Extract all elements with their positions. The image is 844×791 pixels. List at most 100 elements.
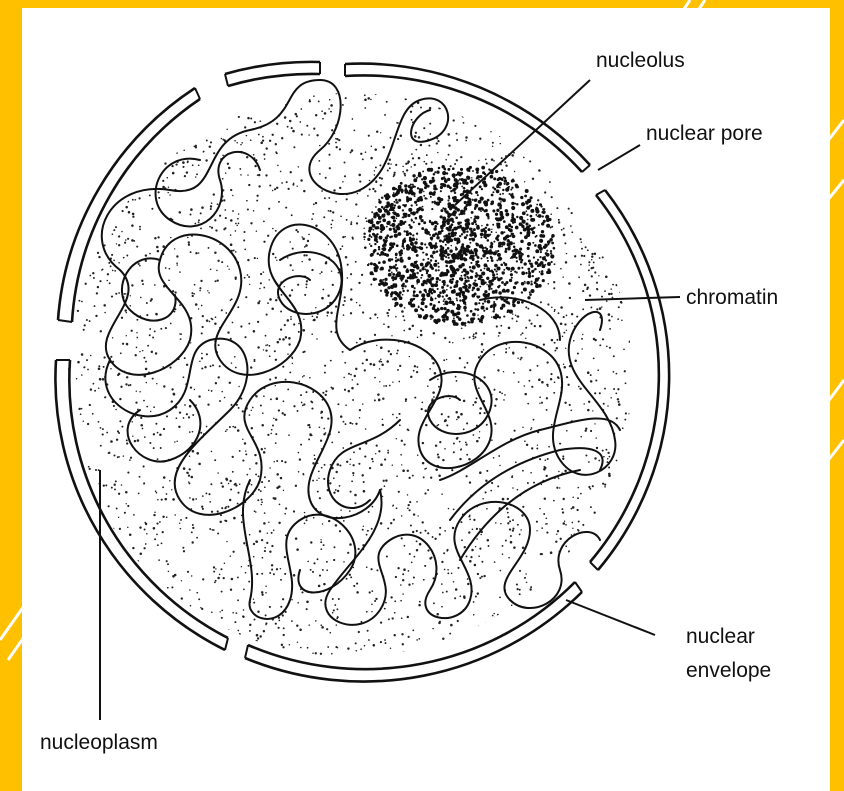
stipple-dot — [293, 510, 295, 512]
label-chromatin: chromatin — [686, 285, 778, 311]
stipple-dot — [540, 301, 542, 303]
stipple-dot — [114, 270, 116, 272]
stipple-dot — [439, 621, 441, 623]
stipple-dot — [257, 174, 259, 176]
stipple-dot — [571, 231, 573, 233]
stipple-dot — [261, 594, 263, 596]
stipple-dot — [450, 624, 453, 627]
nucleolus-granule — [409, 274, 412, 277]
stipple-dot — [278, 485, 281, 488]
stipple-dot — [579, 388, 581, 390]
stipple-dot — [536, 521, 538, 523]
nucleolus-granule — [393, 229, 397, 233]
stipple-dot — [463, 428, 465, 430]
stipple-dot — [257, 258, 258, 259]
stipple-dot — [188, 481, 189, 482]
stipple-dot — [149, 334, 151, 336]
chromatin-leader — [585, 297, 680, 300]
nucleolus-granule — [441, 286, 444, 289]
stipple-dot — [198, 219, 200, 221]
stipple-dot — [531, 386, 533, 388]
nucleolus-granule — [458, 264, 462, 268]
stipple-dot — [458, 180, 459, 181]
stipple-dot — [228, 483, 230, 485]
stipple-dot — [546, 523, 548, 525]
stipple-dot — [524, 577, 526, 579]
stipple-dot — [523, 157, 525, 159]
stipple-dot — [593, 261, 595, 263]
stipple-dot — [243, 231, 245, 233]
stipple-dot — [210, 208, 212, 210]
nucleolus-granule — [452, 259, 455, 262]
stipple-dot — [221, 610, 223, 612]
nucleolus-granule — [370, 271, 374, 275]
stipple-dot — [191, 575, 192, 576]
stipple-dot — [333, 189, 335, 191]
stipple-dot — [460, 448, 462, 450]
stipple-dot — [513, 546, 516, 549]
stipple-dot — [441, 493, 443, 495]
nucleolus-granule — [457, 268, 459, 270]
stipple-dot — [585, 430, 587, 432]
nucleolus-granule — [450, 267, 454, 271]
stipple-dot — [622, 427, 624, 429]
nucleolus-granule — [452, 303, 455, 306]
stipple-dot — [585, 428, 587, 430]
stipple-dot — [347, 264, 349, 266]
stipple-dot — [199, 287, 201, 289]
stipple-dot — [505, 348, 507, 350]
stipple-dot — [124, 309, 126, 311]
stipple-dot — [248, 565, 250, 567]
nucleolus-granule — [546, 224, 550, 228]
stipple-dot — [466, 555, 468, 557]
stipple-dot — [560, 268, 562, 270]
nucleolus-granule — [531, 228, 534, 231]
nucleolus-granule — [387, 203, 391, 207]
stipple-dot — [454, 597, 456, 599]
stipple-dot — [604, 388, 606, 390]
nucleolus-granule — [378, 248, 380, 250]
stipple-dot — [401, 633, 403, 635]
stipple-dot — [115, 293, 117, 295]
stipple-dot — [228, 118, 229, 119]
nucleolus-granule — [400, 259, 404, 263]
nucleolus-granule — [479, 185, 482, 188]
nucleolus-granule — [372, 224, 376, 228]
nucleolus-granule — [446, 227, 449, 230]
stipple-dot — [456, 139, 458, 141]
stipple-dot — [297, 284, 299, 286]
stipple-dot — [351, 387, 354, 390]
stipple-dot — [113, 229, 115, 231]
stipple-dot — [452, 342, 453, 343]
label-nucleolus: nucleolus — [596, 48, 685, 74]
nucleolus-granule — [408, 224, 410, 226]
stipple-dot — [484, 300, 487, 303]
stipple-dot — [369, 467, 371, 469]
stipple-dot — [422, 462, 425, 465]
nucleolus-granule — [484, 267, 486, 269]
nucleolus-granule — [425, 263, 429, 267]
stipple-dot — [412, 531, 414, 533]
nucleolus-granule — [439, 200, 442, 203]
nucleolus-granule — [474, 235, 477, 238]
stipple-dot — [377, 393, 380, 396]
stipple-dot — [498, 455, 500, 457]
stipple-dot — [540, 165, 541, 166]
stipple-dot — [230, 234, 232, 236]
stipple-dot — [229, 499, 231, 501]
stipple-dot — [325, 394, 327, 396]
stipple-dot — [261, 539, 263, 541]
stipple-dot — [138, 493, 140, 495]
stipple-dot — [292, 358, 294, 360]
stipple-dot — [537, 445, 538, 446]
stipple-dot — [157, 544, 159, 546]
stipple-dot — [511, 318, 513, 320]
stipple-dot — [349, 543, 352, 546]
stipple-dot — [551, 424, 553, 426]
stipple-dot — [538, 224, 540, 226]
stipple-dot — [375, 166, 377, 168]
stipple-dot — [284, 513, 286, 515]
nucleolus-granule — [381, 206, 384, 209]
nucleolus-granule — [456, 238, 460, 242]
stipple-dot — [522, 427, 523, 428]
